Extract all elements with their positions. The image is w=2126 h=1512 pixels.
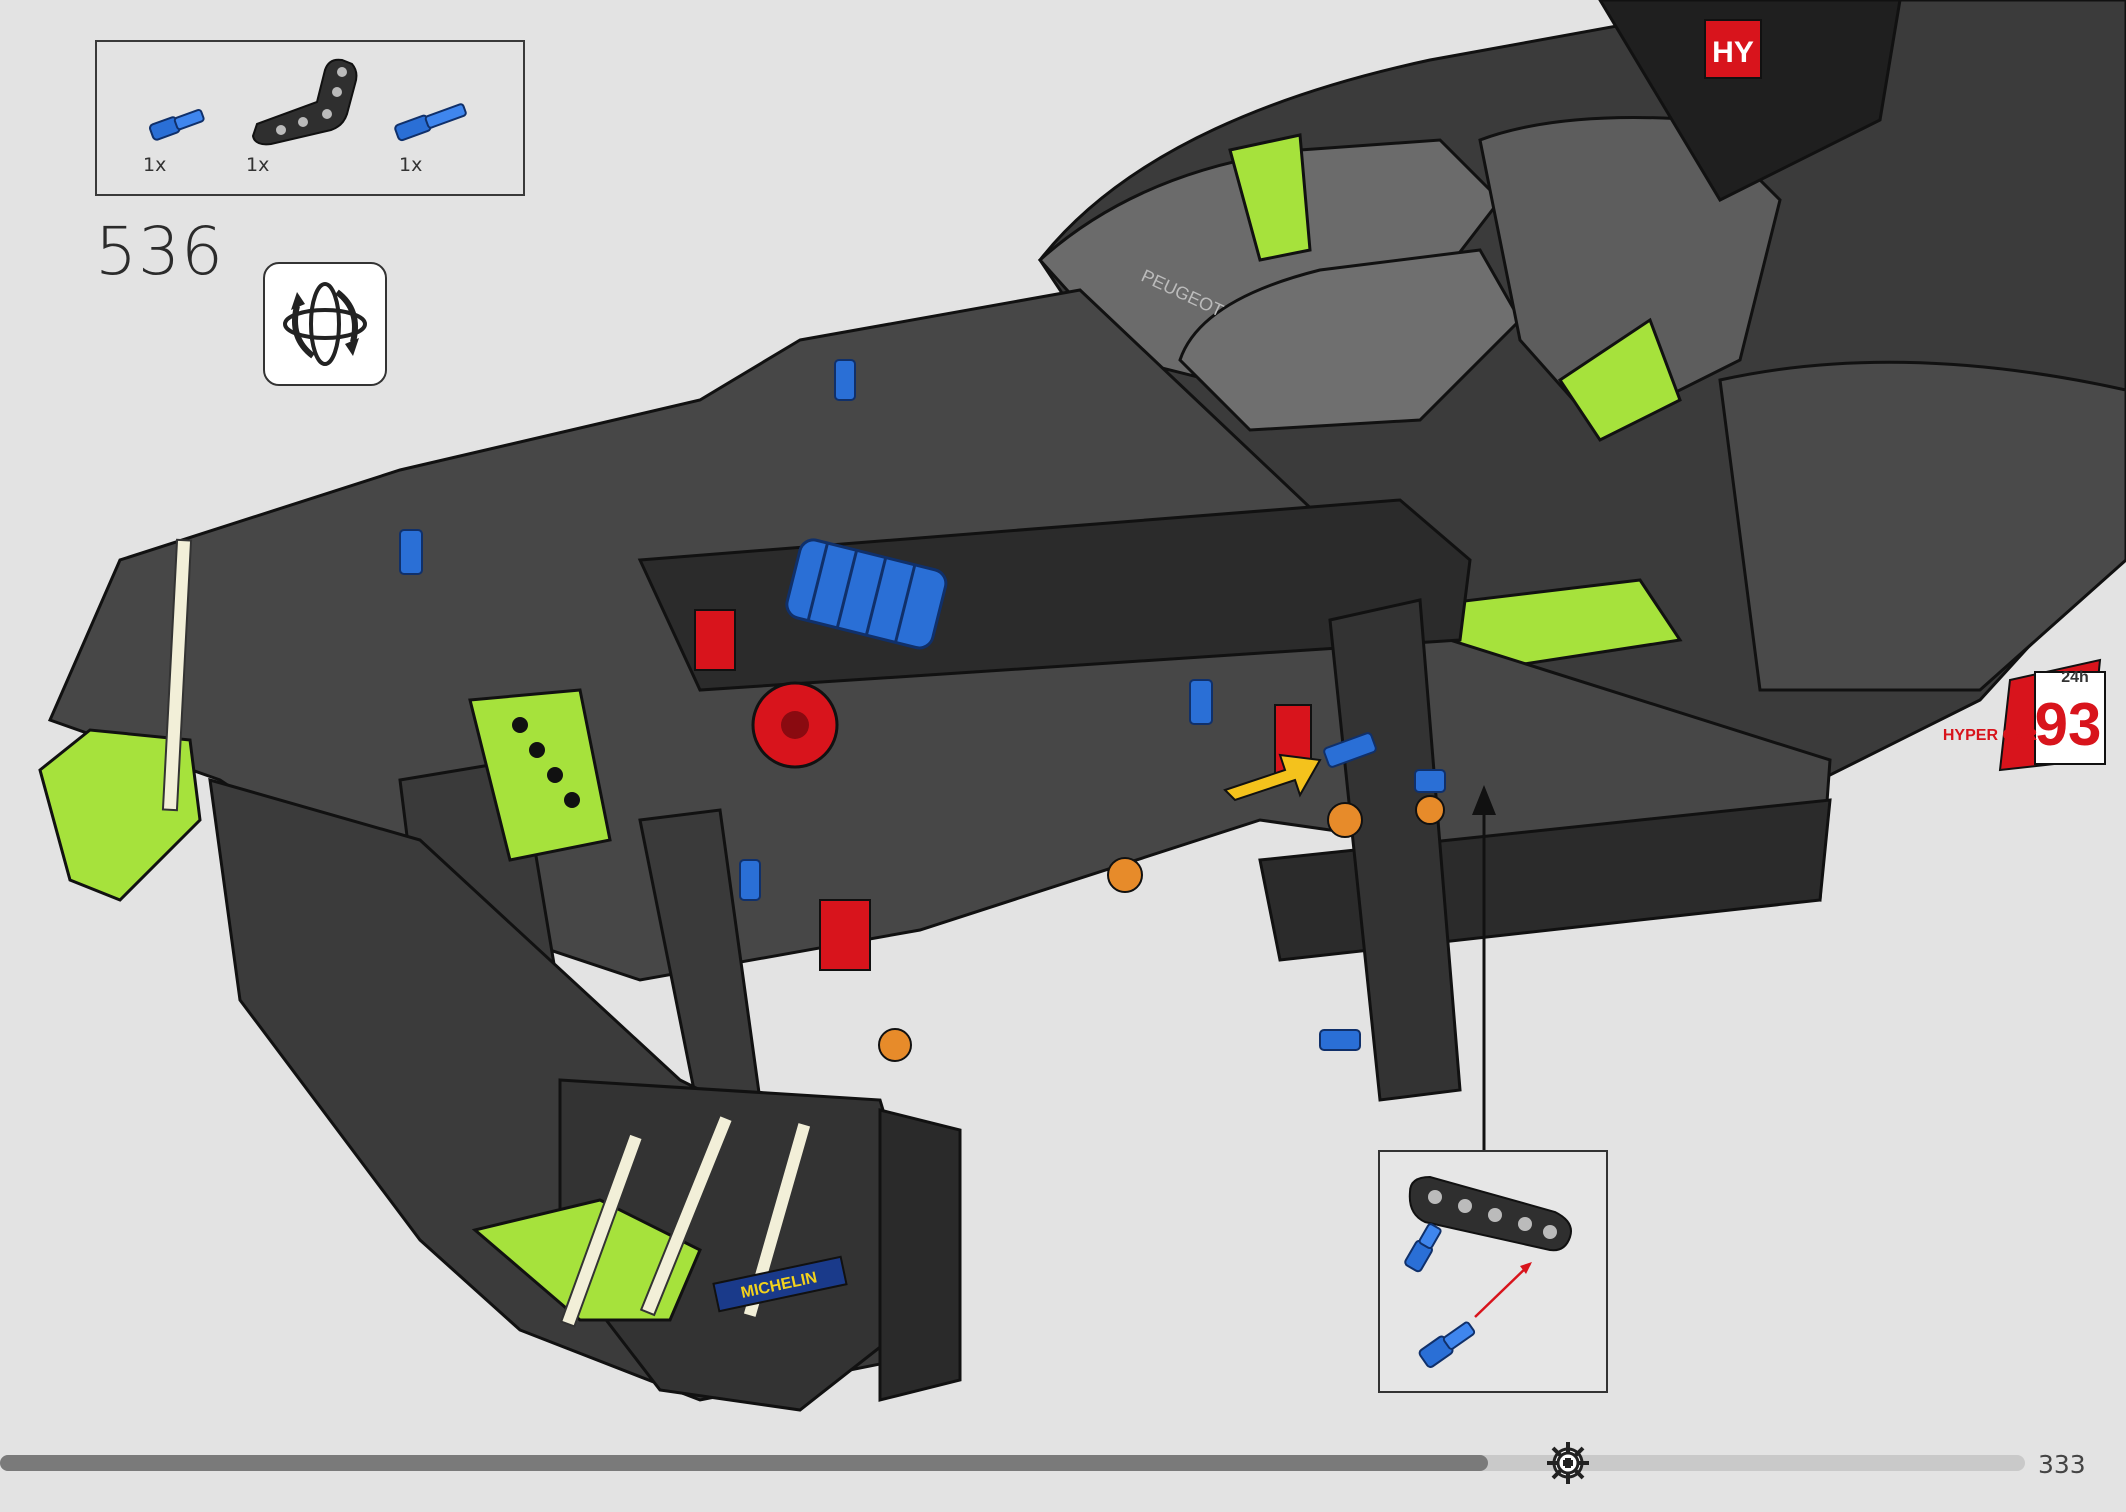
page-number: 333: [2038, 1450, 2086, 1479]
progress-fill: [0, 1455, 1488, 1471]
hypercar-label: HYPER CAR: [1943, 727, 2038, 744]
blue-pin-part: [149, 108, 205, 141]
blue-axle-pin-part: [394, 103, 467, 142]
insert-arrow: [1223, 753, 1322, 802]
race-number: 93: [2035, 691, 2102, 758]
callout-detail-box: [1378, 1150, 1608, 1393]
le-mans-label: 24h: [2061, 669, 2089, 686]
progress-marker-icon: [1547, 1442, 1589, 1484]
part-qty: 1x: [399, 154, 423, 176]
step-number: 536: [95, 213, 224, 290]
rotate-model-icon: [263, 262, 387, 386]
hy-badge: HY: [1712, 36, 1754, 69]
parts-list-box: 1x 1x 1x: [95, 40, 525, 196]
part-qty: 1x: [143, 154, 167, 176]
black-angled-beam-part: [251, 58, 358, 146]
part-qty: 1x: [246, 154, 270, 176]
